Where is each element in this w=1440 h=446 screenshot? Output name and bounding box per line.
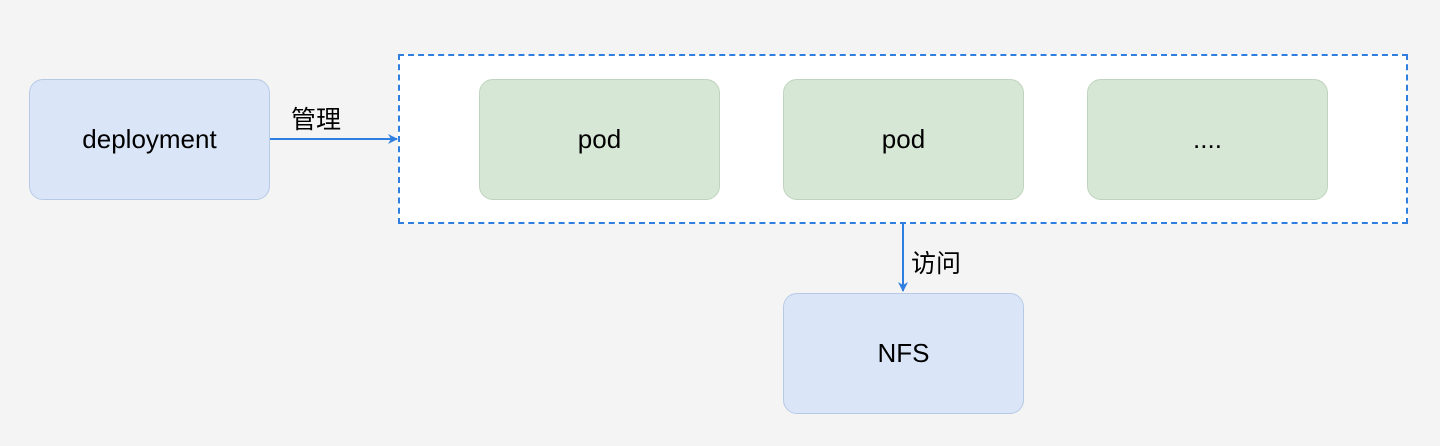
pod-label-1: pod [577,124,622,154]
nfs-node[interactable]: NFS [783,293,1024,414]
access-edge-label: 访问 [911,249,962,278]
pod-node-1[interactable]: pod [479,79,720,200]
pod-label-more: .... [1193,124,1222,154]
nfs-label: NFS [877,338,930,368]
deployment-label: deployment [82,124,217,154]
pod-node-2[interactable]: pod [783,79,1024,200]
pod-label-2: pod [881,124,926,154]
manage-edge-label: 管理 [291,105,342,134]
pod-node-more[interactable]: .... [1087,79,1328,200]
deployment-node[interactable]: deployment [29,79,270,200]
